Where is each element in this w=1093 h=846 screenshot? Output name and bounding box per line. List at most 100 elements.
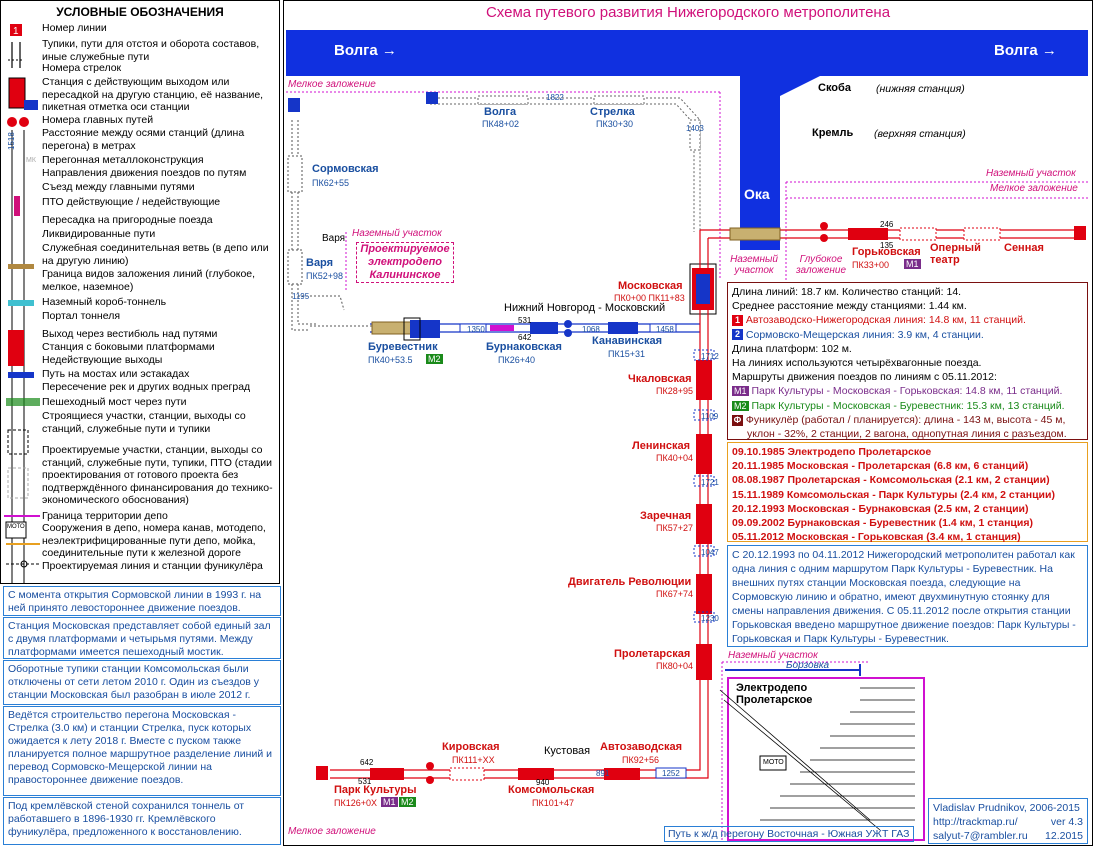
depot-kalininskoe: Проектируемое электродепо Калининское (356, 242, 454, 283)
dist-burev-burn: 1350 (467, 325, 485, 334)
station-proletarskaya: Пролетарская (614, 648, 691, 660)
legend-heading: УСЛОВНЫЕ ОБОЗНАЧЕНИЯ (56, 5, 224, 19)
legend-item: Граница видов заложения линий (глубокое,… (42, 268, 256, 293)
legend-item: Выход через вестибюль над путями (42, 328, 218, 340)
dist-gork-top: 246 (880, 220, 894, 229)
info-route-m1: Парк Культуры - Московская - Горьковская… (751, 385, 1063, 398)
credits-box: Vladislav Prudnikov, 2006-2015 http://tr… (928, 798, 1088, 844)
info-funicular: Фуникулёр (работал / планируется): длина… (745, 413, 1066, 426)
pk-volga: ПК48+02 (482, 119, 519, 129)
pk-dvigatel: ПК67+74 (656, 589, 693, 599)
dist-volga-strelka: 1822 (546, 93, 564, 102)
dist-chk-len: 1109 (701, 412, 719, 421)
credits-mail[interactable]: salyut-7@rambler.ru (933, 830, 1028, 842)
legend-item: ПТО действующие / недействующие (42, 196, 221, 208)
history-item: 15.11.1989 Комсомольская - Парк Культуры… (732, 488, 1055, 501)
pk-komsomolskaya: ПК101+47 (532, 798, 574, 808)
zone-ground-bottom: Наземный участок (728, 650, 818, 661)
legend-item: Наземный короб-тоннель (42, 296, 167, 308)
station-sormovskaya: Сормовская (312, 163, 379, 175)
station-varya: Варя (306, 257, 334, 269)
funicular-kreml: Кремль (812, 127, 854, 139)
pk-moskovskaya: ПК0+00 ПК11+83 (614, 293, 685, 303)
legend-pk-sample: 1518 (7, 132, 16, 150)
history-item: 20.11.1985 Московская - Пролетарская (6.… (732, 460, 1029, 473)
info-line2: Сормовско-Мещерская линия: 3.9 км, 4 ста… (745, 328, 984, 341)
zone-borzovka: Борзовка (786, 660, 830, 671)
legend-symbols: 1 1518 МК МОТО (4, 24, 40, 584)
legend-panel: УСЛОВНЫЕ ОБОЗНАЧЕНИЯ (0, 0, 280, 584)
info-funicular-2: уклон - 32%, 2 станции, 2 вагона, однопу… (747, 428, 1067, 441)
label-volga-right: Волга → (994, 42, 1057, 59)
station-operny: Оперный театр (930, 242, 981, 266)
note-sormovo-left-traffic: С момента открытия Сормовской линии в 19… (3, 586, 281, 616)
zone-ground-oka: Наземный участок (730, 254, 778, 276)
note-strelka-construction: Ведётся строительство перегона Московска… (3, 706, 281, 796)
legend-item: Строящиеся участки, станции, выходы со с… (42, 410, 246, 435)
credits-date: 12.2015 (1045, 830, 1083, 842)
dist-koms-kir: 940 (536, 778, 550, 787)
pk-burnakovskaya: ПК26+40 (498, 355, 535, 365)
dist-avto-koms: 891 (596, 769, 610, 778)
legend-item: Номер линии (42, 22, 107, 34)
zone-shallow-right: Мелкое заложение (990, 183, 1078, 194)
pk-avtozavodskaya: ПК92+56 (622, 755, 659, 765)
history-item: 09.09.2002 Бурнаковская - Буревестник (1… (732, 517, 1033, 530)
legend-item: Сооружения в депо, номера канав, мотодеп… (42, 522, 266, 559)
station-chkalovskaya: Чкаловская (628, 373, 692, 385)
legend-item: Номера главных путей (42, 114, 154, 126)
dist-prol-avto: 1252 (662, 769, 680, 778)
zone-shallow-tl: Мелкое заложение (288, 79, 376, 90)
dist-burn-kan: 1068 (582, 325, 600, 334)
pk-varya: ПК52+98 (306, 271, 343, 281)
station-burnakovskaya: Бурнаковская (486, 341, 562, 353)
zone-ground-kalin: Наземный участок (352, 228, 442, 239)
label-volga-left: Волга → (334, 42, 397, 59)
pk-proletarskaya: ПК80+04 (656, 661, 693, 671)
depot-proletarskoe: Электродепо Пролетарское (736, 682, 813, 706)
volga-river (286, 30, 1088, 76)
funicular-kreml-note: (верхняя станция) (874, 128, 966, 140)
info-avg: Среднее расстояние между станциями: 1.44… (732, 300, 967, 313)
route-note-box: С 20.12.1993 по 04.11.2012 Нижегородский… (727, 545, 1088, 647)
pk-gorkovskaya: ПК33+00 (852, 260, 889, 270)
legend-item: Перегонная металлоконструкция (42, 154, 204, 166)
station-kirovskaya: Кировская (442, 741, 500, 753)
legend-item: Граница территории депо (42, 510, 168, 522)
dist-strelka-mosk: 1403 (686, 124, 704, 133)
dist-len-zar: 1721 (701, 478, 719, 487)
pk-burevestnik: ПК40+53.5 (368, 355, 413, 365)
dist-park-bot: 531 (358, 777, 372, 786)
legend-item: Ликвидированные пути (42, 228, 156, 240)
station-avtozavodskaya: Автозаводская (600, 741, 683, 753)
route-badge-m2-burevestnik: М2 (426, 354, 443, 364)
pk-kirovskaya: ПК111+XX (452, 755, 495, 765)
pk-kanavinskaya: ПК15+31 (608, 349, 645, 359)
note-moskovskaya-platform: Станция Московская представляет собой ед… (3, 617, 281, 659)
route-badge-m2-park: М2 (399, 797, 416, 807)
legend-item: Служебная соединительная ветвь (в депо и… (42, 242, 269, 267)
legend-item: Номера стрелок (42, 62, 122, 74)
legend-item: Тупики, пути для отстоя и оборота состав… (42, 38, 260, 63)
zone-shallow-bl: Мелкое заложение (288, 826, 376, 837)
legend-item: Недействующие выходы (42, 354, 163, 366)
pk-leninskaya: ПК40+04 (656, 453, 693, 463)
legend-item: Портал тоннеля (42, 310, 121, 322)
dist-kan-mosk: 1458 (656, 325, 674, 334)
zone-deep-oka: Глубокое заложение (795, 254, 847, 276)
rail-station-nn-moskovsky: Нижний Новгород - Московский (504, 302, 666, 314)
pk-chkalovskaya: ПК28+95 (656, 386, 693, 396)
history-item: 05.11.2012 Московская - Горьковская (3.4… (732, 531, 1021, 544)
station-gorkovskaya: Горьковская (852, 246, 921, 258)
info-box: Длина линий: 18.7 км. Количество станций… (727, 282, 1088, 440)
dist-sorm-burev: 1195 (292, 292, 310, 301)
history-item: 09.10.1985 Электродепо Пролетарское (732, 446, 932, 458)
credits-author: Vladislav Prudnikov, 2006-2015 (933, 802, 1080, 814)
legend-item: Проектируемая линия и станции фуникулёра (42, 560, 263, 572)
route-badge-m1-gorkovskaya: М1 (904, 259, 921, 269)
credits-ver: ver 4.3 (1050, 816, 1083, 828)
depot-moto: МОТО (763, 759, 784, 766)
credits-site[interactable]: http://trackmap.ru/ (933, 816, 1018, 828)
dist-dvig-prol: 1230 (701, 614, 719, 623)
funicular-skoba: Скоба (818, 82, 851, 94)
